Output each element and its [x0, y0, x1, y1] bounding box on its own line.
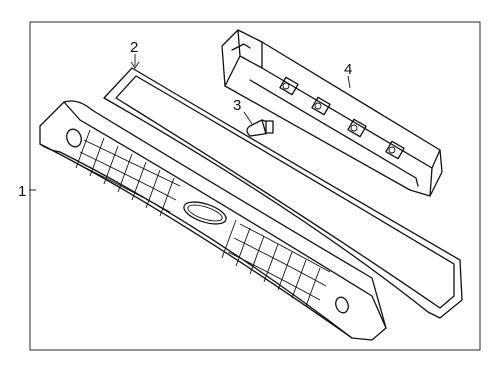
- part-3-bulb: [246, 119, 274, 137]
- lens-grid: [75, 129, 331, 307]
- part-2-gasket: [103, 67, 463, 319]
- callout-1: 1: [18, 183, 26, 200]
- diagram-frame: [29, 21, 481, 351]
- callout-3: 3: [233, 97, 241, 114]
- callout-4: 4: [344, 61, 352, 78]
- part-1-lens-cover: [39, 100, 387, 341]
- part-4-lamp-housing: [221, 29, 443, 197]
- callout-2: 2: [130, 39, 138, 56]
- housing-sockets: [279, 76, 405, 160]
- leader-lines: [29, 54, 351, 191]
